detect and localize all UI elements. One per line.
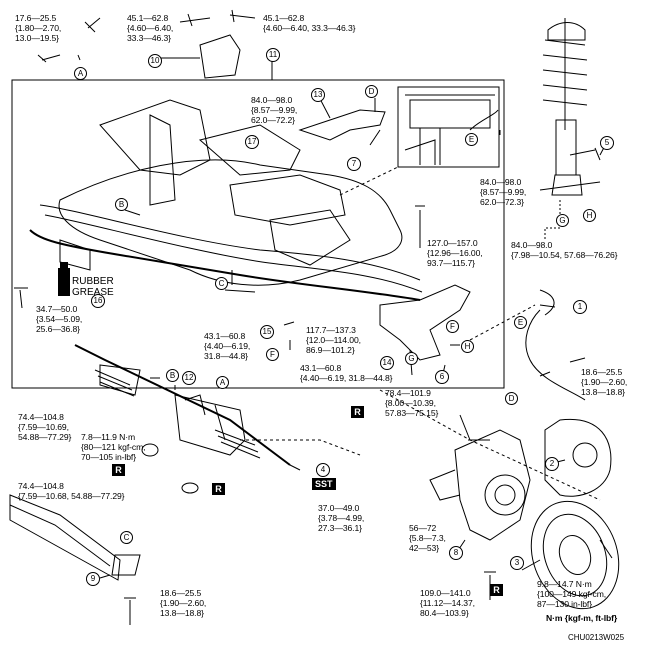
ref-marker-e: E — [465, 133, 478, 146]
callout-16: 16 — [91, 294, 105, 308]
callout-3: 3 — [510, 556, 524, 570]
ref-marker-c: C — [215, 277, 228, 290]
callout-13: 13 — [311, 88, 325, 102]
torque-label: 45.1—62.8 {4.60—6.40, 33.3—46.3} — [127, 13, 174, 43]
torque-label: 43.1—60.8 {4.40—6.19, 31.8—44.8} — [300, 363, 393, 383]
callout-5: 5 — [600, 136, 614, 150]
torque-label: 43.1—60.8 {4.40—6.19, 31.8—44.8} — [204, 331, 251, 361]
torque-label: 84.0—98.0 {8.57—9.99, 62.0—72.3} — [480, 177, 527, 207]
ref-marker-a: A — [216, 376, 229, 389]
ref-marker-d: D — [505, 392, 518, 405]
torque-label: 127.0—157.0 {12.96—16.00, 93.7—115.7} — [427, 238, 483, 268]
callout-11: 11 — [266, 48, 280, 62]
crossmember-group-frame — [11, 79, 505, 389]
callout-12: 12 — [182, 371, 196, 385]
replace-badge: R — [112, 464, 125, 476]
ref-marker-b: B — [166, 369, 179, 382]
figure-code: CHU0213W025 — [568, 633, 625, 642]
torque-label: 84.0—98.0 {7.98—10.54, 57.68—76.26} — [511, 240, 618, 260]
ref-marker-e: E — [514, 316, 527, 329]
torque-label: 74.4—104.8 {7.59—10.68, 54.88—77.29} — [18, 481, 125, 501]
ref-marker-g: G — [405, 352, 418, 365]
callout-6: 6 — [435, 370, 449, 384]
rubber-grease-label: RUBBER GREASE — [72, 276, 114, 298]
torque-label: 84.0—98.0 {8.57—9.99, 62.0—72.2} — [251, 95, 298, 125]
torque-label: 9.8—14.7 N·m {100—149 kgf-cm, 87—130 in-… — [537, 579, 607, 609]
torque-label: 7.8—11.9 N·m {80—121 kgf-cm, 70—105 in-l… — [81, 432, 146, 462]
torque-label: 18.6—25.5 {1.90—2.60, 13.8—18.8} — [160, 588, 207, 618]
callout-8: 8 — [449, 546, 463, 560]
ref-marker-h: H — [461, 340, 474, 353]
inset-detail-box — [397, 86, 500, 168]
callout-7: 7 — [347, 157, 361, 171]
replace-badge: R — [212, 483, 225, 495]
ref-marker-h: H — [583, 209, 596, 222]
replace-badge: R — [490, 584, 503, 596]
torque-label: 17.6—25.5 {1.80—2.70, 13.0—19.5} — [15, 13, 62, 43]
callout-10: 10 — [148, 54, 162, 68]
ref-marker-g: G — [556, 214, 569, 227]
torque-label: 34.7—50.0 {3.54—5.09, 25.6—36.8} — [36, 304, 83, 334]
callout-14: 14 — [380, 356, 394, 370]
torque-label: 109.0—141.0 {11.12—14.37, 80.4—103.9} — [420, 588, 475, 618]
ref-marker-f: F — [446, 320, 459, 333]
ref-marker-f: F — [266, 348, 279, 361]
torque-label: 78.4—101.9 {8.00—10.39, 57.83—75.15} — [385, 388, 439, 418]
ref-marker-d: D — [365, 85, 378, 98]
grease-tube-icon — [58, 268, 70, 296]
torque-label: 18.6—25.5 {1.90—2.60, 13.8—18.8} — [581, 367, 628, 397]
ref-marker-a: A — [74, 67, 87, 80]
sst-badge: SST — [312, 478, 336, 490]
callout-9: 9 — [86, 572, 100, 586]
callout-1: 1 — [573, 300, 587, 314]
torque-label: 74.4—104.8 {7.59—10.69, 54.88—77.29} — [18, 412, 72, 442]
replace-badge: R — [351, 406, 364, 418]
callout-4: 4 — [316, 463, 330, 477]
ref-marker-c: C — [120, 531, 133, 544]
callout-17: 17 — [245, 135, 259, 149]
torque-label: 56—72 {5.8—7.3, 42—53} — [409, 523, 446, 553]
ref-marker-b: B — [115, 198, 128, 211]
units-note: N·m {kgf-m, ft-lbf} — [546, 613, 618, 623]
torque-label: 37.0—49.0 {3.78—4.99, 27.3—36.1} — [318, 503, 365, 533]
callout-15: 15 — [260, 325, 274, 339]
torque-label: 117.7—137.3 {12.0—114.00, 86.9—101.2} — [306, 325, 361, 355]
torque-label: 45.1—62.8 {4.60—6.40, 33.3—46.3} — [263, 13, 356, 33]
callout-2: 2 — [545, 457, 559, 471]
